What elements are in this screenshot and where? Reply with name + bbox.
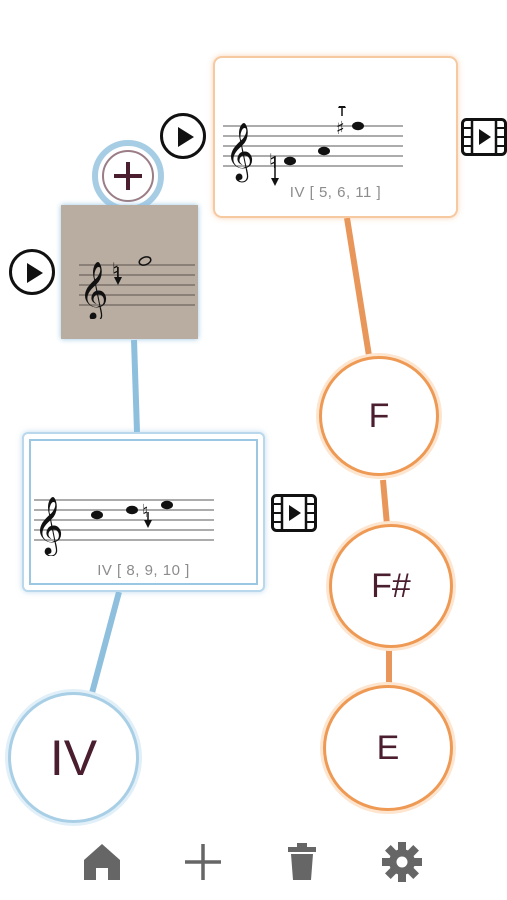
music-staff: 𝄞 ♮ xyxy=(34,496,214,556)
video-icon[interactable] xyxy=(461,118,507,156)
scale-card-middle[interactable]: 𝄞 ♮ IV [ 8, 9, 10 ] xyxy=(22,432,265,592)
svg-text:𝄞: 𝄞 xyxy=(79,261,109,319)
chord-node-iv[interactable]: IV xyxy=(8,692,139,823)
gear-icon[interactable] xyxy=(380,840,424,884)
note-label: E xyxy=(376,728,400,767)
chord-caption: IV [ 8, 9, 10 ] xyxy=(97,562,190,579)
svg-text:♮: ♮ xyxy=(142,501,148,522)
home-icon[interactable] xyxy=(80,840,124,884)
svg-text:♮: ♮ xyxy=(112,258,119,282)
play-icon[interactable] xyxy=(9,249,55,295)
svg-text:𝄞: 𝄞 xyxy=(225,122,255,183)
svg-text:𝄞: 𝄞 xyxy=(34,496,64,556)
svg-text:♮: ♮ xyxy=(269,149,276,173)
plus-icon[interactable] xyxy=(181,840,225,884)
music-staff: 𝄞 ♮ xyxy=(79,256,195,319)
chord-label: IV xyxy=(49,729,98,786)
music-staff: 𝄞 ♮ ♯ xyxy=(223,106,403,186)
svg-text:♯: ♯ xyxy=(336,118,345,139)
selected-scale-card[interactable]: 𝄞 ♮ xyxy=(61,205,198,339)
note-label: F# xyxy=(371,566,411,605)
add-scale-button[interactable] xyxy=(92,140,164,212)
note-node-e[interactable]: E xyxy=(323,685,453,811)
play-icon[interactable] xyxy=(160,113,206,159)
scale-card-top[interactable]: 𝄞 ♮ ♯ IV [ 5, 6, 11 ] xyxy=(213,56,458,218)
note-label: F xyxy=(368,396,390,435)
note-node-f[interactable]: F xyxy=(319,356,439,476)
chord-caption: IV [ 5, 6, 11 ] xyxy=(289,184,382,201)
video-icon[interactable] xyxy=(270,494,318,532)
plus-icon xyxy=(114,162,142,190)
note-node-f-sharp[interactable]: F# xyxy=(329,524,453,648)
trash-icon[interactable] xyxy=(280,840,324,884)
